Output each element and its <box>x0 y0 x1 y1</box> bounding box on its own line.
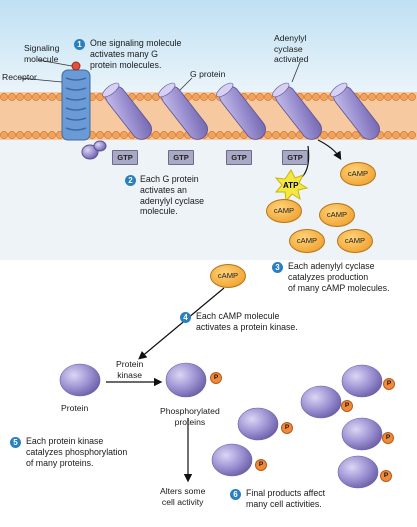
protein-icon <box>59 363 101 397</box>
phosphate-icon: P <box>380 470 392 482</box>
camp-molecule: cAMP <box>289 229 325 253</box>
gtp-box: GTP <box>226 150 252 165</box>
camp-molecule: cAMP <box>210 264 246 288</box>
receptor-label: Receptor <box>2 72 37 82</box>
alters-cell-activity-label: Alters some cell activity <box>160 486 206 507</box>
atp-burst-icon <box>274 169 309 203</box>
protein-icon <box>300 385 342 419</box>
step-badge: 5 <box>10 437 21 448</box>
gtp-box: GTP <box>282 150 308 165</box>
phosphate-icon: P <box>383 378 395 390</box>
step-badge: 6 <box>230 489 241 500</box>
phosphate-icon: P <box>382 432 394 444</box>
phosphate-icon: P <box>255 459 267 471</box>
step-2-text: Each G protein activates an adenylyl cyc… <box>140 174 205 217</box>
receptor-icon <box>61 61 107 160</box>
protein-icon <box>337 455 379 489</box>
g-protein-label: G protein <box>190 69 226 79</box>
protein-label: Protein <box>61 403 89 413</box>
step-6-text: Final products affect many cell activiti… <box>246 488 326 509</box>
step-badge: 4 <box>180 312 191 323</box>
step-badge: 1 <box>74 39 85 50</box>
signaling-molecule-label: Signaling molecule <box>24 43 60 64</box>
phosphorylated-proteins-label: Phosphorylated proteins <box>160 406 220 427</box>
gtp-box: GTP <box>112 150 138 165</box>
step-badge: 3 <box>272 262 283 273</box>
camp-molecule: cAMP <box>340 162 376 186</box>
protein-icon <box>237 407 279 441</box>
phosphate-icon: P <box>341 400 353 412</box>
protein-icon <box>341 364 383 398</box>
camp-molecule: cAMP <box>319 203 355 227</box>
phosphate-icon: P <box>210 372 222 384</box>
camp-molecule: cAMP <box>266 199 302 223</box>
adenylyl-cyclase-icon <box>102 82 380 140</box>
phosphate-icon: P <box>281 422 293 434</box>
step-3-text: Each adenylyl cyclase catalyzes producti… <box>288 261 390 293</box>
gtp-box: GTP <box>168 150 194 165</box>
camp-molecule: cAMP <box>337 229 373 253</box>
protein-icon <box>341 417 383 451</box>
step-4-text: Each cAMP molecule activates a protein k… <box>196 311 298 332</box>
protein-icon <box>165 362 207 398</box>
protein-icon <box>211 443 253 477</box>
protein-kinase-label: Protein kinase <box>116 359 144 380</box>
adenylyl-cyclase-label: Adenylyl cyclase activated <box>274 33 309 64</box>
step-5-text: Each protein kinase catalyzes phosphoryl… <box>26 436 128 468</box>
step-badge: 2 <box>125 175 136 186</box>
step-1-text: One signaling molecule activates many G … <box>90 38 182 70</box>
atp-label: ATP <box>283 181 299 190</box>
